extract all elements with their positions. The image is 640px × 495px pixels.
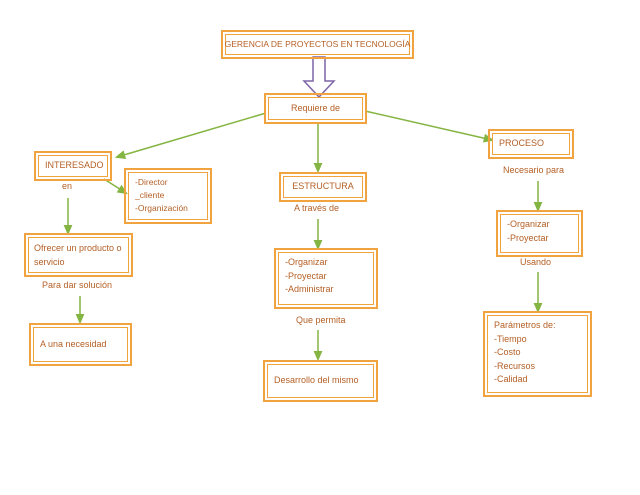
- arrow-requiere-to-interesado-icon: [114, 112, 267, 159]
- interesado-box: INTERESADO: [34, 151, 112, 181]
- list-line: -Proyectar: [507, 232, 549, 243]
- list-line: -Calidad: [494, 374, 528, 384]
- list-line: -Director: [135, 177, 168, 187]
- stakeholders-box: -Director _cliente -Organización: [124, 168, 212, 224]
- connector-label-necesario-para: Necesario para: [503, 165, 565, 175]
- connector-label-en: en: [62, 181, 73, 191]
- list-line: _cliente: [135, 189, 165, 200]
- page-title: GERENCIA DE PROYECTOS EN TECNOLOGÍA: [224, 39, 411, 50]
- list-line: -Organización: [135, 202, 188, 213]
- list-line: -Recursos: [494, 360, 536, 371]
- estructura-label: ESTRUCTURA: [292, 181, 354, 192]
- proceso-label: PROCESO: [499, 138, 545, 149]
- connector-label-para-dar-solucion: Para dar solución: [42, 280, 113, 290]
- down-block-arrow-icon: [302, 56, 336, 98]
- ofrecer-producto-text: Ofrecer un producto o servicio: [34, 243, 122, 267]
- requiere-de-box: Requiere de: [264, 93, 367, 124]
- estructura-acciones-box: -Organizar -Proyectar -Administrar: [274, 248, 378, 309]
- arrow-requiere-to-proceso-icon: [364, 110, 495, 143]
- connector-label-usando: Usando: [520, 257, 552, 267]
- desarrollo-text: Desarrollo del mismo: [274, 375, 359, 386]
- desarrollo-box: Desarrollo del mismo: [263, 360, 378, 402]
- interesado-label: INTERESADO: [45, 160, 104, 171]
- list-line: -Costo: [494, 347, 521, 357]
- connector-label-a-traves-de: A través de: [294, 203, 340, 213]
- estructura-box: ESTRUCTURA: [279, 172, 367, 202]
- connector-label-que-permita: Que permita: [296, 315, 346, 325]
- requiere-de-label: Requiere de: [290, 102, 341, 113]
- list-line: Parámetros de:: [494, 320, 556, 330]
- ofrecer-producto-box: Ofrecer un producto o servicio: [24, 233, 133, 277]
- title-box: GERENCIA DE PROYECTOS EN TECNOLOGÍA: [221, 30, 414, 59]
- list-line: -Proyectar: [285, 270, 327, 281]
- list-line: -Organizar: [507, 219, 550, 229]
- list-line: -Organizar: [285, 257, 328, 267]
- list-line: -Administrar: [285, 284, 334, 294]
- arrow-interesado-to-stakeholders-icon: [103, 178, 128, 195]
- necesidad-text: A una necesidad: [40, 338, 107, 349]
- necesidad-box: A una necesidad: [29, 323, 132, 366]
- parametros-box: Parámetros de: -Tiempo -Costo -Recursos …: [483, 311, 592, 397]
- proceso-acciones-box: -Organizar -Proyectar: [496, 210, 583, 257]
- proceso-box: PROCESO: [488, 129, 574, 159]
- list-line: -Tiempo: [494, 333, 527, 344]
